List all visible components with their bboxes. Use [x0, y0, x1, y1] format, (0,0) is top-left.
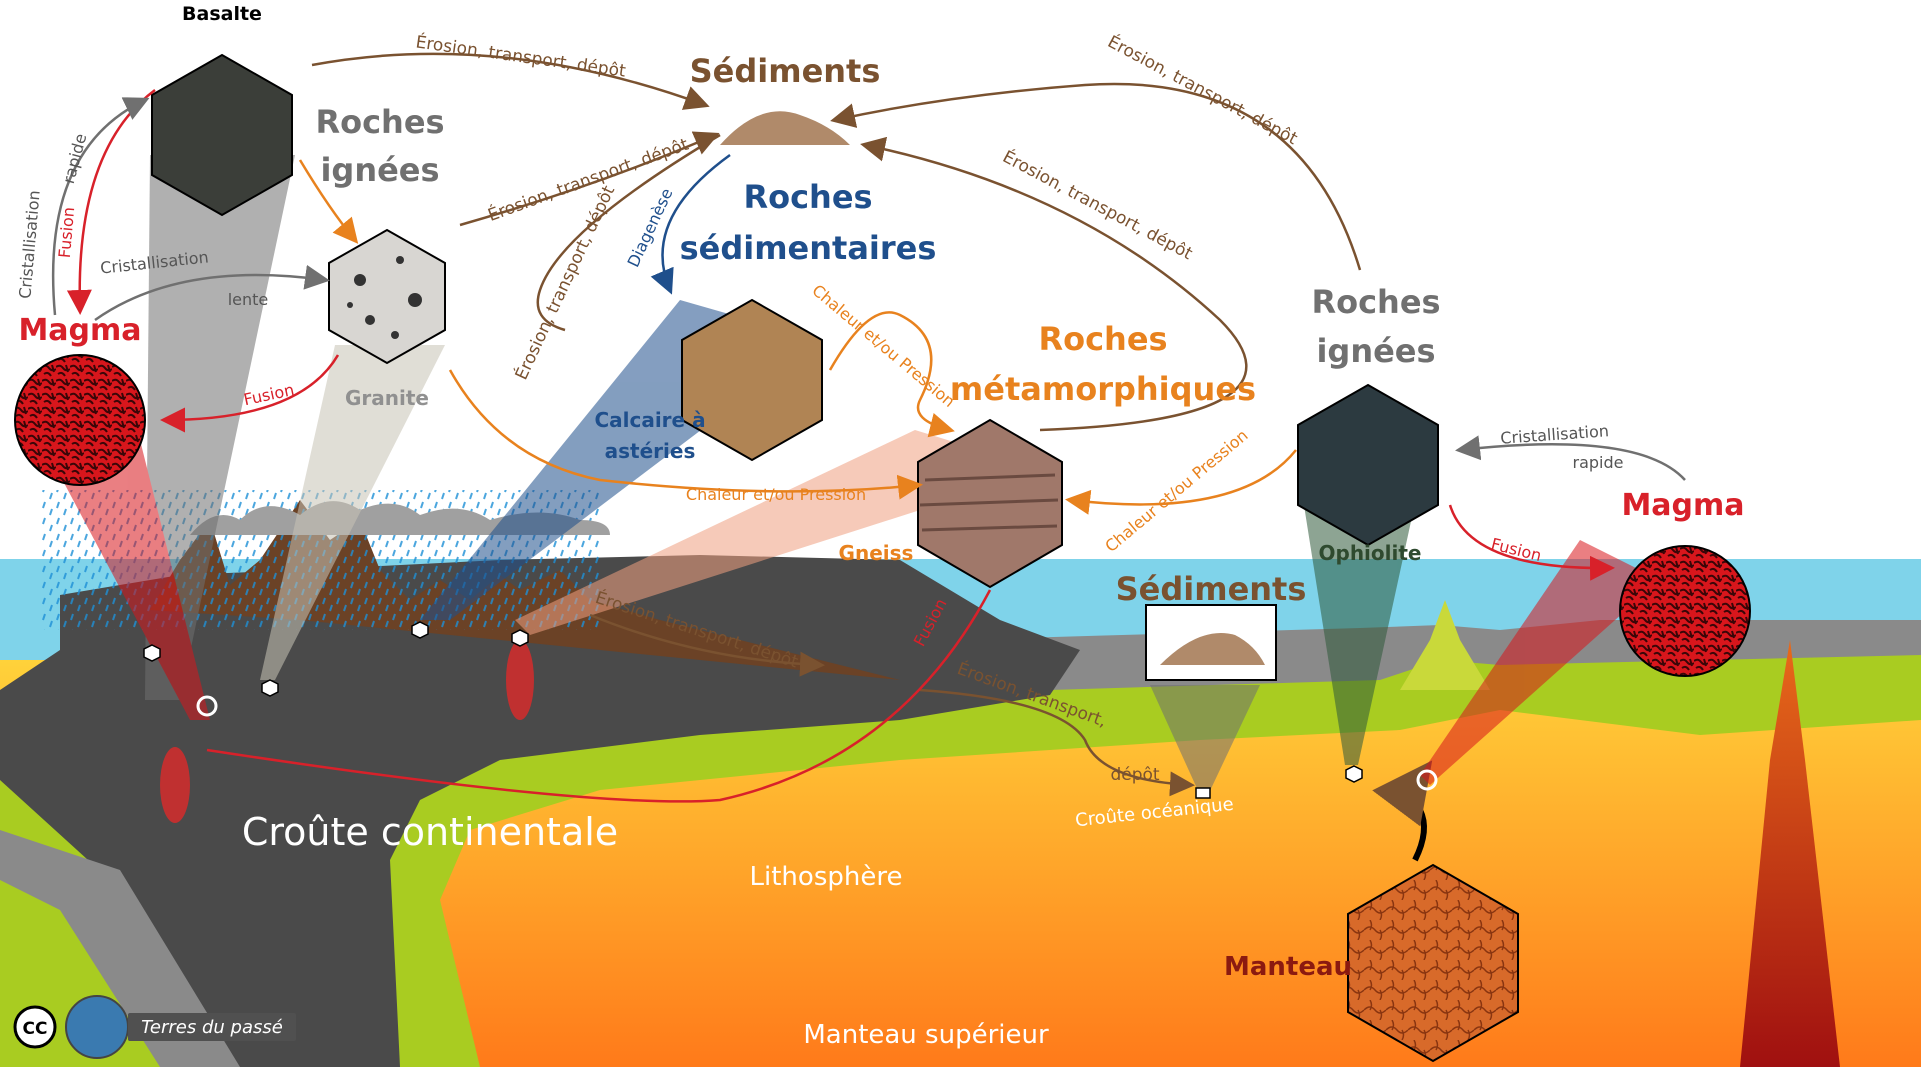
mantle-plume — [1740, 640, 1840, 1067]
globe-icon — [65, 995, 129, 1059]
gneiss-label: Gneiss — [839, 541, 914, 565]
erosion-meta: Érosion, transport, dépôt — [999, 145, 1197, 264]
granite-label: Granite — [345, 386, 429, 410]
credit: CC Terres du passé — [13, 995, 296, 1059]
calcaire-sample — [681, 298, 823, 462]
cc-icon — [13, 1005, 57, 1049]
chaleur-calcaire: Chaleur et/ou Pression — [808, 281, 958, 411]
basalte-sample — [151, 53, 293, 217]
croute-continentale-label: Croûte continentale — [242, 810, 618, 854]
roches-sed-2: sédimentaires — [680, 229, 937, 267]
gneiss-banding — [919, 473, 1059, 532]
depot-label: dépôt — [1110, 765, 1159, 785]
mid-ocean-ridge — [1400, 600, 1490, 690]
magma-right-title: Magma — [1621, 488, 1744, 523]
slab — [0, 830, 240, 1067]
cristallisation-left-2: rapide — [59, 131, 91, 185]
brand-label: Terres du passé — [141, 1017, 283, 1038]
cc-label: CC — [23, 1019, 48, 1039]
magma-pocket — [160, 747, 190, 823]
magma-pocket — [506, 640, 534, 720]
sediment-pile-ocean — [1160, 633, 1265, 665]
magma-left-sample — [14, 354, 146, 486]
ophiolite-sample — [1297, 383, 1439, 547]
rock-samples — [14, 53, 1751, 1063]
process-arrows — [51, 52, 1686, 803]
cristallisation-right-1: Cristallisation — [1500, 421, 1610, 448]
cristallisation-right-2: rapide — [1573, 453, 1624, 472]
roches-meta-2: métamorphiques — [950, 370, 1256, 408]
erosion-top-right: Érosion, transport, dépôt — [1104, 30, 1302, 149]
sediments-top-title: Sédiments — [690, 52, 881, 90]
cristallisation-lente-2: lente — [228, 290, 269, 309]
calcaire-label-1: Calcaire à — [594, 408, 705, 432]
calcaire-label-2: astéries — [605, 439, 696, 463]
roches-ignees-left-1: Roches — [315, 103, 444, 141]
roches-ignees-left-2: ignées — [320, 151, 439, 189]
location-markers — [143, 621, 1438, 799]
granite-sample — [328, 228, 446, 365]
roches-ignees-right-2: ignées — [1316, 332, 1435, 370]
roches-meta-1: Roches — [1038, 320, 1167, 358]
manteau-superieur-label: Manteau supérieur — [803, 1020, 1049, 1050]
chaleur-ophiolite: Chaleur et/ou Pression — [1101, 426, 1251, 556]
fusion-granite: Fusion — [242, 380, 296, 409]
roches-sed-1: Roches — [743, 178, 872, 216]
erosion-top-left: Érosion, transport, dépôt — [414, 30, 627, 81]
basalte-label: Basalte — [182, 3, 262, 25]
cristallisation-left-1: Cristallisation — [15, 190, 43, 300]
fusion-left: Fusion — [55, 206, 78, 259]
magma-right-sample — [1619, 545, 1751, 677]
granite-speckle — [347, 256, 422, 339]
magma-left-title: Magma — [18, 313, 141, 348]
chaleur-granite: Chaleur et/ou Pression — [686, 485, 866, 504]
sediment-pile-top — [720, 111, 850, 145]
manteau-label: Manteau — [1224, 952, 1352, 982]
roches-ignees-right-1: Roches — [1311, 283, 1440, 321]
manteau-sample — [1347, 863, 1519, 1063]
ophiolite-label: Ophiolite — [1319, 541, 1422, 565]
sediments-ocean-title: Sédiments — [1116, 570, 1307, 608]
lithosphere-label: Lithosphère — [750, 862, 903, 892]
